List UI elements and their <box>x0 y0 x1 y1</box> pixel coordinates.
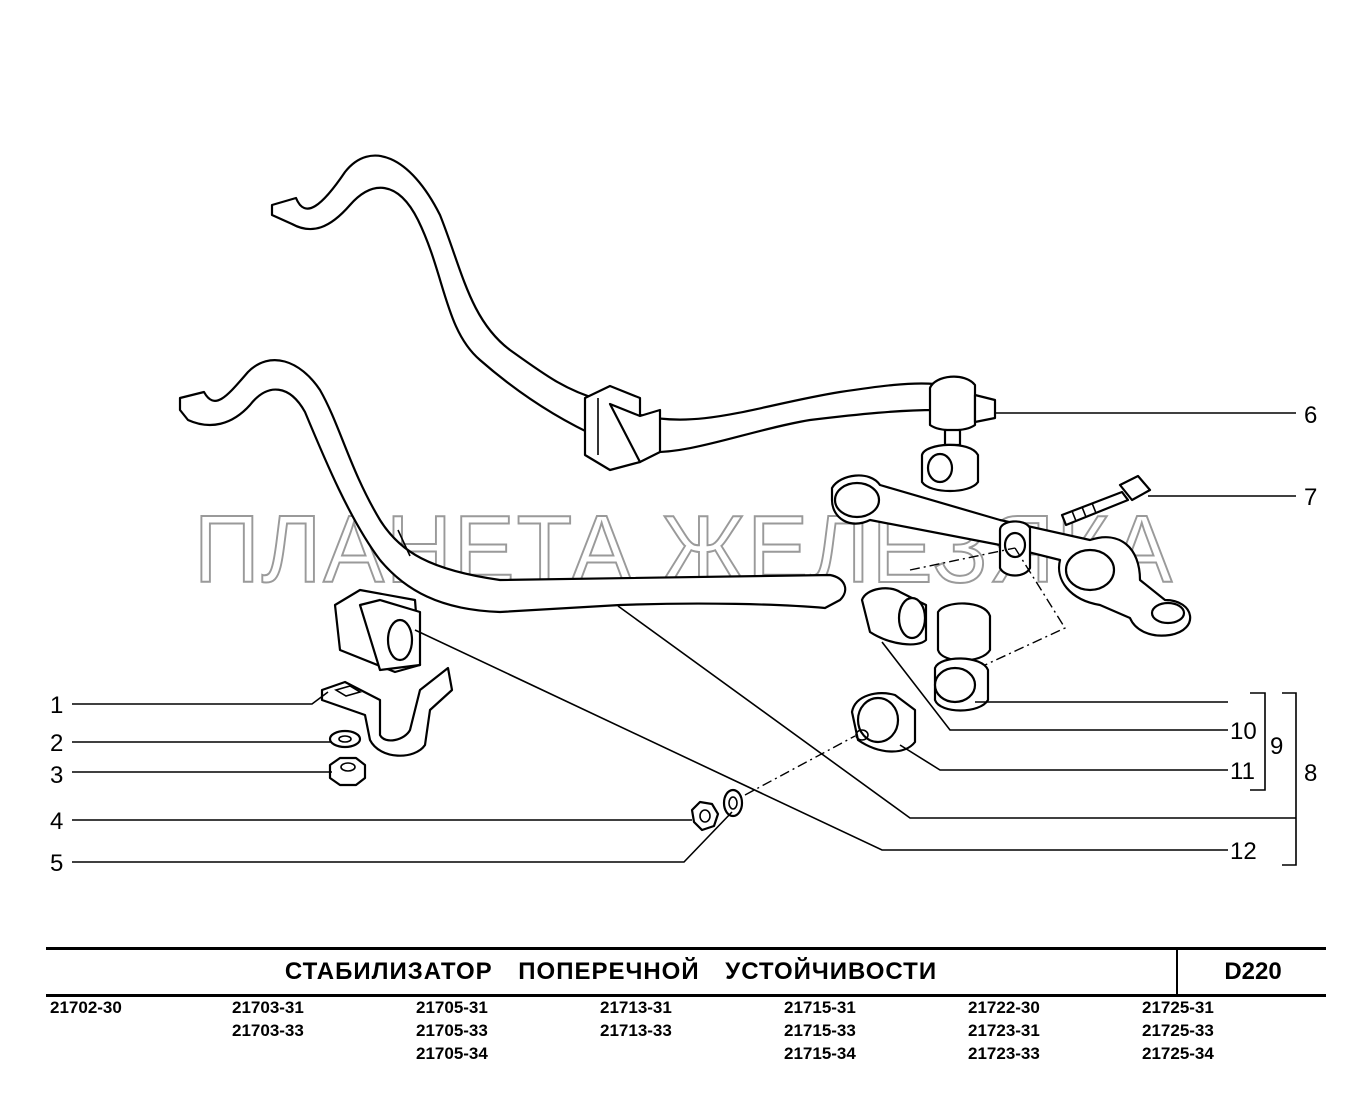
title-code-cell: D220 <box>1176 950 1328 994</box>
model-code: 21715-31 <box>784 998 856 1017</box>
callout-3: 3 <box>50 762 63 789</box>
callout-4: 4 <box>50 808 63 835</box>
model-column: 21705-31 21705-33 21705-34 <box>416 996 488 1065</box>
callout-8: 8 <box>1304 760 1317 787</box>
model-code: 21713-31 <box>600 998 672 1017</box>
callout-5: 5 <box>50 850 63 877</box>
model-list: 21702-30 21703-31 21703-33 21705-31 2170… <box>46 996 1326 1106</box>
model-code: 21702-30 <box>50 998 122 1017</box>
model-code: 21705-31 <box>416 998 488 1017</box>
model-code: 21725-31 <box>1142 998 1214 1017</box>
callout-6: 6 <box>1304 402 1317 429</box>
callout-10: 10 <box>1230 718 1257 745</box>
bar-clamp-upper <box>583 384 662 472</box>
leader-lines <box>72 412 1297 866</box>
model-column: 21702-30 <box>50 996 122 1019</box>
model-code: 21723-31 <box>968 1021 1040 1040</box>
model-code: 21725-34 <box>1142 1044 1214 1063</box>
model-column: 21725-31 21725-33 21725-34 <box>1142 996 1214 1065</box>
diagram-code: D220 <box>1224 958 1282 985</box>
model-column: 21715-31 21715-33 21715-34 <box>784 996 856 1065</box>
suspension-arm <box>830 474 1192 637</box>
model-code: 21705-34 <box>416 1044 488 1063</box>
bolt <box>1060 474 1152 527</box>
diagram-title: СТАБИЛИЗАТОР ПОПЕРЕЧНОЙ УСТОЙЧИВОСТИ <box>284 958 938 985</box>
model-column: 21722-30 21723-31 21723-33 <box>968 996 1040 1065</box>
model-column: 21703-31 21703-33 <box>232 996 304 1042</box>
mounting-bracket <box>320 588 454 757</box>
model-code: 21723-33 <box>968 1044 1040 1063</box>
washer-and-nut <box>328 729 367 787</box>
title-block: СТАБИЛИЗАТОР ПОПЕРЕЧНОЙ УСТОЙЧИВОСТИ D22… <box>46 947 1326 997</box>
model-code: 21713-33 <box>600 1021 672 1040</box>
callout-9: 9 <box>1270 733 1283 760</box>
stabilizer-link <box>920 375 997 492</box>
model-code: 21725-33 <box>1142 1021 1214 1040</box>
model-code: 21703-31 <box>232 998 304 1017</box>
callout-11: 11 <box>1230 758 1255 785</box>
callout-2: 2 <box>50 730 63 757</box>
model-code: 21705-33 <box>416 1021 488 1040</box>
bushings <box>850 587 992 753</box>
model-column: 21713-31 21713-33 <box>600 996 672 1042</box>
model-code: 21722-30 <box>968 998 1040 1017</box>
model-code: 21703-33 <box>232 1021 304 1040</box>
callout-7: 7 <box>1304 484 1317 511</box>
callout-12: 12 <box>1230 838 1257 865</box>
stabilizer-bar-lower <box>178 359 847 614</box>
model-code: 21715-34 <box>784 1044 856 1063</box>
model-code: 21715-33 <box>784 1021 856 1040</box>
callout-1: 1 <box>50 692 63 719</box>
nut-and-washer <box>690 788 744 832</box>
center-lines <box>744 547 1067 796</box>
parts-diagram: ПЛАНЕТА ЖЕЛЕЗЯКА <box>50 154 1317 877</box>
